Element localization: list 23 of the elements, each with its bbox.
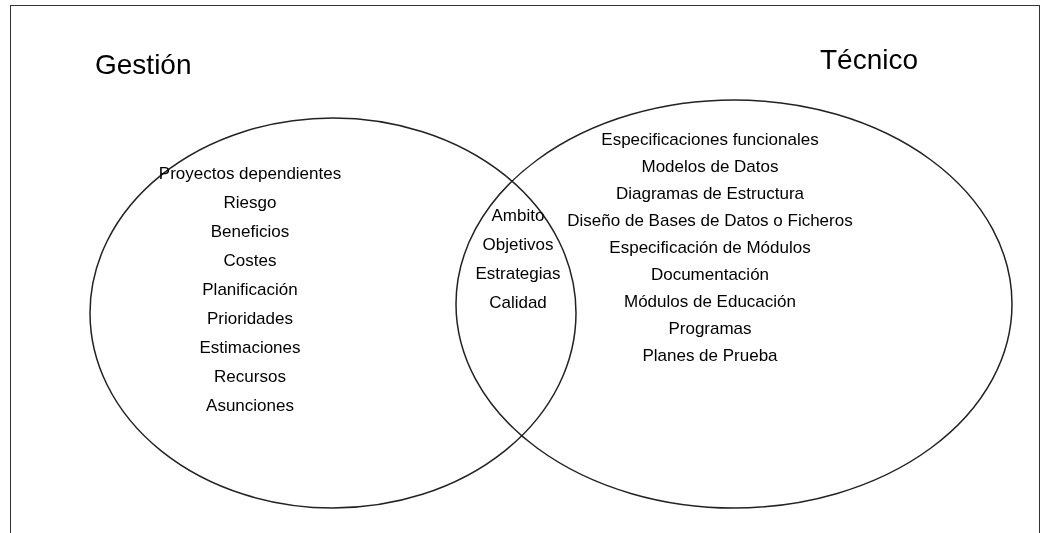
circle-heading: Gestión bbox=[95, 48, 192, 82]
list-item: Especificaciones funcionales bbox=[600, 129, 820, 151]
list-item: Beneficios bbox=[209, 221, 291, 243]
list-item: Riesgo bbox=[222, 192, 278, 214]
list-item: Documentación bbox=[649, 264, 771, 286]
list-item: Recursos bbox=[213, 366, 287, 388]
list-item: Estimaciones bbox=[198, 337, 302, 359]
list-item: Asunciones bbox=[205, 395, 295, 417]
list-item: Proyectos dependientes bbox=[157, 163, 343, 185]
list-item: Costes bbox=[222, 250, 278, 272]
list-item: Modelos de Datos bbox=[640, 156, 780, 178]
circle-heading: Técnico bbox=[820, 43, 919, 77]
list-item: Planificación bbox=[201, 279, 299, 301]
list-item: Módulos de Educación bbox=[623, 291, 797, 313]
overlap-item: Objetivos bbox=[481, 234, 555, 256]
list-item: Especificación de Módulos bbox=[608, 237, 812, 259]
list-item: Prioridades bbox=[206, 308, 294, 330]
overlap-item: Calidad bbox=[488, 292, 548, 314]
list-item: Planes de Prueba bbox=[641, 345, 779, 367]
list-item: Diseño de Bases de Datos o Ficheros bbox=[566, 210, 854, 232]
overlap-item: Estrategias bbox=[474, 263, 562, 285]
list-item: Programas bbox=[667, 318, 753, 340]
list-item: Diagramas de Estructura bbox=[615, 183, 805, 205]
